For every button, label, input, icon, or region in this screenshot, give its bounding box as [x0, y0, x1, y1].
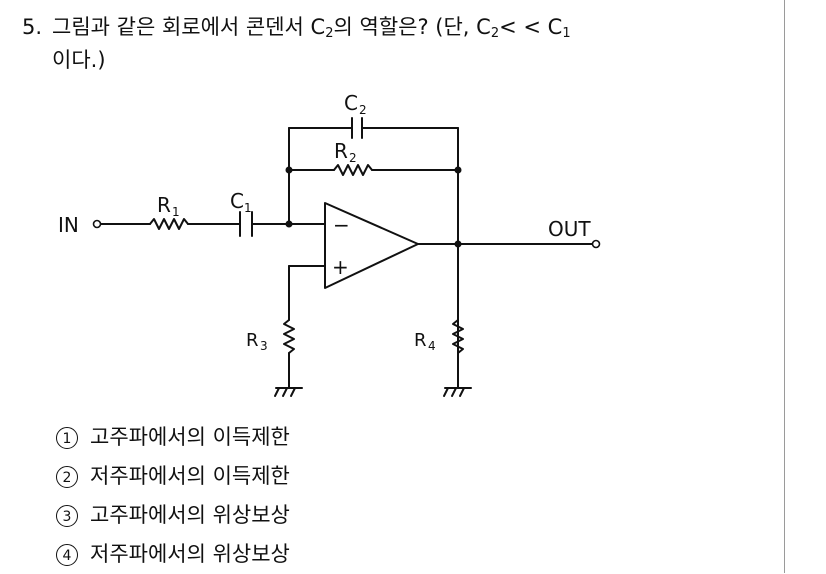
- label-r4: R: [414, 330, 427, 351]
- junction-dot: [454, 240, 462, 248]
- option-marker: 2: [56, 465, 78, 488]
- label-r2-sub: 2: [349, 151, 357, 165]
- subscript-c2: 2: [325, 26, 334, 41]
- input-terminal-icon: [92, 219, 102, 229]
- junction-dot: [285, 166, 293, 174]
- input-label: IN: [58, 213, 79, 237]
- resistor-r1-icon: [149, 218, 189, 230]
- option-text: 고주파에서의 이득제한: [90, 425, 290, 449]
- question-stem: 5.그림과 같은 회로에서 콘덴서 C2의 역할은? (단, C2< < C1 …: [22, 14, 772, 74]
- subscript-c2-condition: 2: [490, 26, 500, 41]
- opamp-minus-label: −: [333, 213, 350, 237]
- right-margin-rule: [784, 0, 785, 573]
- option-text: 저주파에서의 이득제한: [90, 464, 290, 488]
- output-label: OUT: [548, 217, 591, 241]
- option-text: 고주파에서의 위상보상: [90, 503, 290, 527]
- question-text-inequality: < < C: [499, 15, 563, 39]
- resistor-r2-icon: [333, 164, 373, 176]
- label-c1: C: [230, 189, 244, 213]
- label-r4-sub: 4: [428, 339, 436, 353]
- label-c1-sub: 1: [244, 201, 252, 215]
- option-4[interactable]: 4 저주파에서의 위상보상: [56, 535, 290, 574]
- answer-options: 1 고주파에서의 이득제한 2 저주파에서의 이득제한 3 고주파에서의 위상보…: [56, 418, 290, 574]
- label-c2-sub: 2: [359, 103, 367, 117]
- option-3[interactable]: 3 고주파에서의 위상보상: [56, 496, 290, 535]
- resistor-r3-icon: [283, 319, 295, 354]
- option-2[interactable]: 2 저주파에서의 이득제한: [56, 457, 290, 496]
- option-marker: 1: [56, 426, 78, 449]
- junction-dot: [454, 166, 462, 174]
- option-text: 저주파에서의 위상보상: [90, 542, 290, 566]
- label-r2: R: [334, 139, 348, 163]
- option-marker: 4: [56, 543, 78, 566]
- option-marker: 3: [56, 504, 78, 527]
- label-r1-sub: 1: [172, 205, 180, 219]
- output-terminal-icon: [591, 239, 601, 249]
- question-text-line2: 이다.): [52, 48, 106, 72]
- op-amp-icon: [324, 202, 419, 289]
- label-r3-sub: 3: [260, 339, 268, 353]
- option-1[interactable]: 1 고주파에서의 이득제한: [56, 418, 290, 457]
- junction-dot: [285, 220, 293, 228]
- question-text-part2: 의 역할은? (단, C: [333, 15, 491, 39]
- question-text-part1: 그림과 같은 회로에서 콘덴서 C: [52, 15, 326, 39]
- subscript-c1-condition: 1: [562, 26, 571, 41]
- label-r1: R: [157, 193, 171, 217]
- question-number: 5.: [22, 15, 43, 39]
- label-r3: R: [246, 330, 259, 351]
- opamp-plus-label: +: [332, 255, 349, 279]
- label-c2: C: [344, 91, 358, 115]
- circuit-diagram: IN OUT R 1 C 1 C 2 R 2 R 3 R 4 − +: [58, 91, 601, 397]
- resistor-r4-icon: [452, 319, 464, 354]
